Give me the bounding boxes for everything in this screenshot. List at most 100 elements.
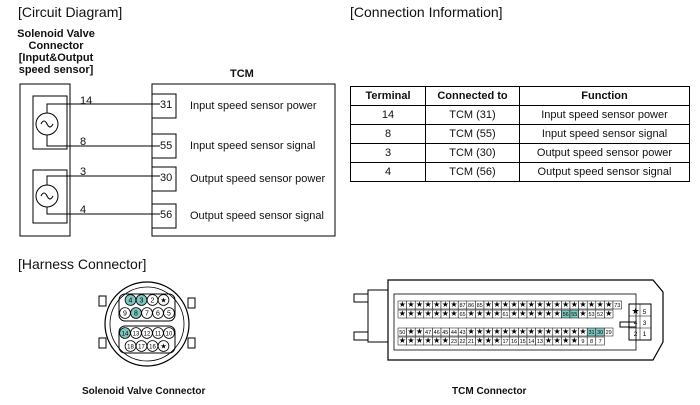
solenoid-pin-label: 4	[129, 298, 133, 305]
tcm-pin-label: ★	[562, 336, 569, 345]
tcm-pin-label: ★	[511, 327, 518, 336]
solenoid-pin-label: 6	[156, 311, 160, 318]
tcm-pin-label: 50	[399, 330, 405, 336]
tcm-pin-label: ★	[493, 327, 500, 336]
tcm-pin-label: 9	[581, 339, 584, 345]
tcm-pin-label: ★	[468, 327, 475, 336]
output-sine-icon	[40, 192, 54, 200]
tcm-pin-label: ★	[579, 327, 586, 336]
solenoid-pin	[163, 307, 175, 319]
left-pin-8: 8	[80, 136, 87, 148]
wire-14-31	[46, 103, 160, 113]
tcm-pin-label: ★	[528, 300, 535, 309]
tcm-pin-label: ★	[442, 300, 449, 309]
tcm-pin-label: ★	[519, 300, 526, 309]
tcm-pin-label: ★	[433, 336, 440, 345]
table-cell: Output speed sensor power	[519, 143, 690, 163]
tcm-pin-label: ★	[416, 327, 423, 336]
solenoid-pin	[157, 340, 170, 352]
tcm-side-pin-label: 3	[643, 320, 647, 327]
tcm-pin-label: 30	[597, 330, 603, 336]
tcm-pin-label: ★	[562, 327, 569, 336]
tcm-pin-label: ★	[468, 309, 475, 318]
wire-8-55	[46, 135, 160, 147]
tcm-pin-label: ★	[450, 309, 457, 318]
solenoid-pin-label: 7	[145, 311, 149, 318]
wire-4-56	[46, 207, 160, 215]
tcm-pin-label: ★	[485, 309, 492, 318]
circuit-diagram-heading: [Circuit Diagram]	[18, 4, 123, 20]
tcm-pin-label: 17	[502, 339, 508, 345]
tcm-pin-cell	[604, 309, 614, 319]
tcm-pin-label: ★	[450, 300, 457, 309]
solenoid-pin-label: 5	[167, 311, 171, 318]
solenoid-pin-label: ★	[160, 343, 166, 351]
tcm-pin-label: 43	[459, 330, 465, 336]
tcm-pin-label: 22	[459, 339, 465, 345]
tcm-pin-label: ★	[416, 336, 423, 345]
label-input-signal: Input speed sensor signal	[190, 140, 316, 152]
table-cell: TCM (55)	[425, 124, 520, 144]
header-function: Function	[519, 86, 690, 106]
tcm-pin-label: ★	[493, 336, 500, 345]
harness-connector-heading: [Harness Connector]	[18, 256, 147, 272]
table-cell: 4	[350, 162, 426, 182]
tcm-pin-label: ★	[425, 336, 432, 345]
tcm-pin-label: ★	[562, 300, 569, 309]
solenoid-pin-label: ★	[160, 297, 166, 305]
tcm-pin-label: ★	[519, 327, 526, 336]
tcm-pin-label: ★	[502, 300, 509, 309]
tcm-pin-label: ★	[511, 300, 518, 309]
tcm-pin-label: ★	[545, 336, 552, 345]
solenoid-pin-label: 2	[151, 298, 155, 305]
tcm-side-pin-label: ★	[631, 306, 639, 316]
tcm-pin-label: 8	[590, 339, 593, 345]
output-sensor-box	[32, 169, 68, 224]
table-row: 14 TCM (31) Input speed sensor power	[350, 105, 690, 125]
tcm-box	[151, 83, 336, 237]
tcm-pin-label: 52	[597, 312, 603, 318]
tcm-side-pin-label: 2	[634, 331, 638, 338]
tcm-pin-label: 7	[599, 339, 602, 345]
header-terminal: Terminal	[350, 86, 426, 106]
solenoid-pin-label: 14	[122, 332, 129, 338]
table-cell: 8	[350, 124, 426, 144]
table-cell: TCM (56)	[425, 162, 520, 182]
tcm-pin-label: 53	[588, 312, 594, 318]
solenoid-pin-label: 16	[149, 345, 156, 351]
table-cell: 3	[350, 143, 426, 163]
table-cell: Output speed sensor signal	[519, 162, 690, 182]
tcm-pin-label: ★	[442, 309, 449, 318]
tcm-pin-label: ★	[536, 309, 543, 318]
tcm-connector-caption: TCM Connector	[452, 386, 527, 397]
tcm-pin-label: ★	[545, 309, 552, 318]
tcm-pin-55: 55	[160, 140, 173, 152]
tcm-pin-label: ★	[399, 336, 406, 345]
tcm-pin-label: ★	[579, 300, 586, 309]
tcm-pin-label: ★	[528, 327, 535, 336]
tcm-pin-label: 23	[451, 339, 457, 345]
tcm-pin-label: ★	[605, 309, 612, 318]
tcm-pin-label: ★	[433, 300, 440, 309]
solenoid-pin-label: 10	[166, 332, 173, 338]
tcm-pin-label: ★	[433, 309, 440, 318]
tcm-pin-label: ★	[442, 336, 449, 345]
tcm-pin-label: 65	[459, 312, 465, 318]
tcm-pin-label: 73	[614, 303, 620, 309]
table-header-row: Terminal Connected to Function	[350, 86, 690, 106]
tcm-pin-label: ★	[511, 309, 518, 318]
tcm-pin-label: ★	[425, 309, 432, 318]
tcm-pin-label: ★	[571, 336, 578, 345]
tcm-pin-label: ★	[545, 300, 552, 309]
tcm-pin-label: 56	[563, 312, 569, 318]
tcm-pin-label: ★	[536, 327, 543, 336]
tcm-pin-label: ★	[485, 327, 492, 336]
tcm-pin-cell	[604, 327, 614, 337]
left-pin-4: 4	[80, 204, 87, 216]
tcm-pin-label: 13	[537, 339, 543, 345]
table-row: 3 TCM (30) Output speed sensor power	[350, 143, 690, 163]
tcm-pin-cell	[595, 336, 605, 346]
solenoid-title-line: [Input&Output	[18, 52, 94, 64]
